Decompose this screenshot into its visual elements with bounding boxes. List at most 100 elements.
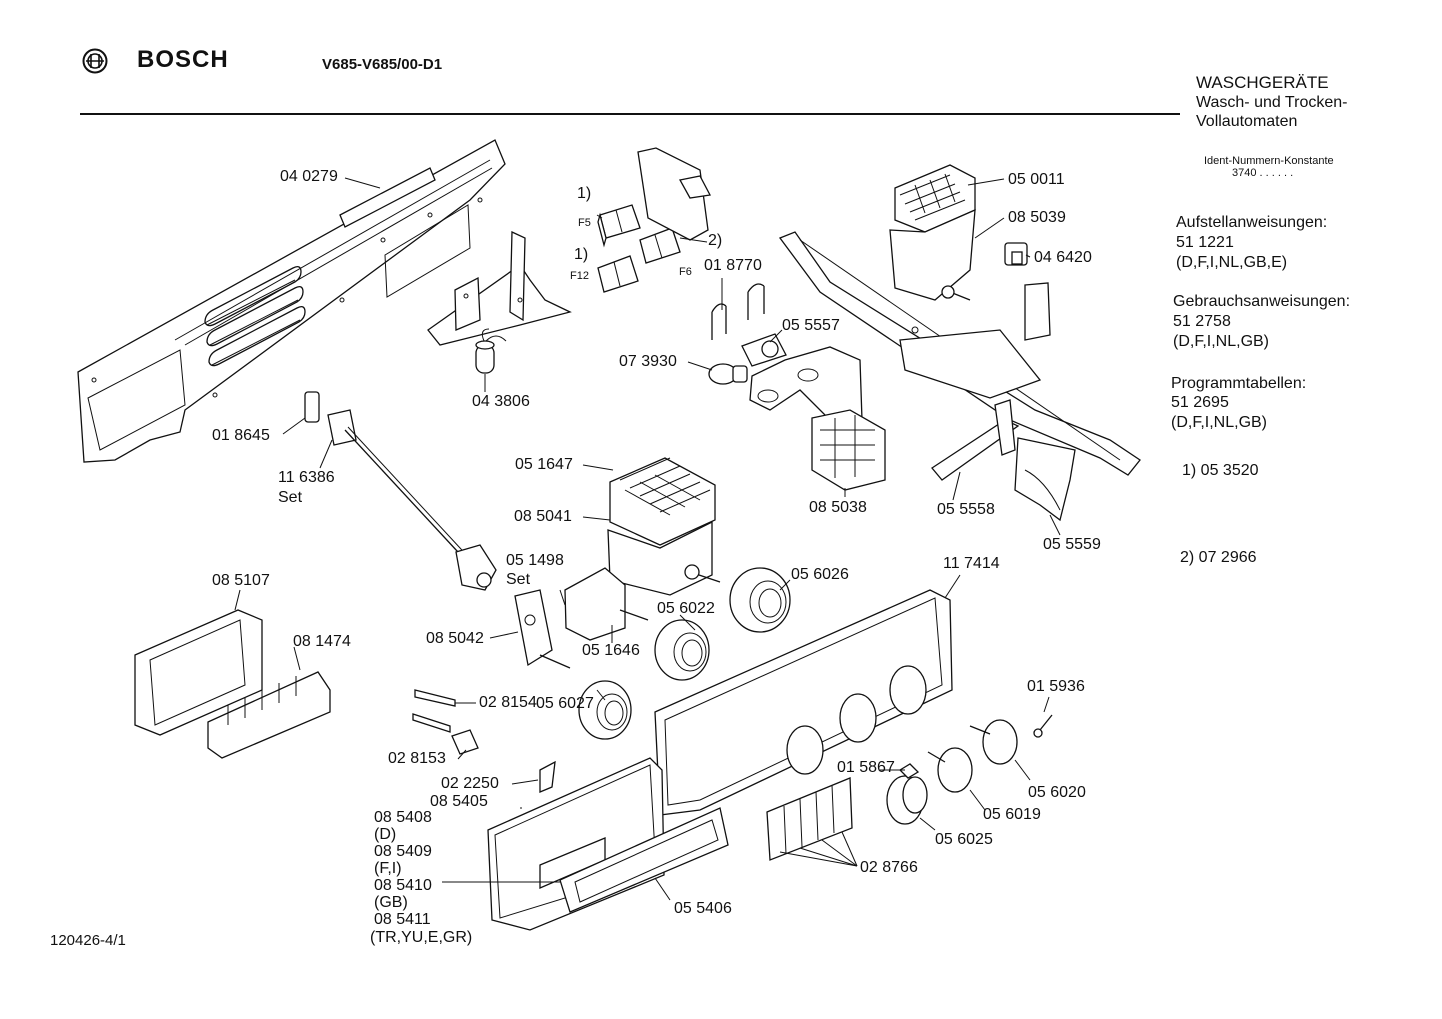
knob-56020 <box>969 719 1018 765</box>
connector-28153-a <box>412 713 451 733</box>
gebrauch-number: 51 2758 <box>1173 313 1231 330</box>
part-label-set-1: Set <box>278 489 303 506</box>
part-label-056025: 05 6025 <box>935 831 993 848</box>
clip-pair <box>711 283 765 340</box>
mounting-bracket <box>427 230 572 346</box>
relay-label-f12: F12 <box>570 270 589 282</box>
part-label-085107: 08 5107 <box>212 572 270 589</box>
part-label-028154: 02 8154 <box>479 694 537 711</box>
terminal-strip-part <box>207 671 331 759</box>
part-label-055558: 05 5558 <box>937 501 995 518</box>
category-subtitle-1: Wasch- und Trocken- <box>1196 94 1348 111</box>
brand-name: BOSCH <box>137 46 229 73</box>
bosch-armature-icon <box>82 48 108 74</box>
bezel-ring-56022 <box>654 619 710 681</box>
aufstell-number: 51 1221 <box>1176 234 1234 251</box>
part-label-051646: 05 1646 <box>582 642 640 659</box>
programm-label: Programmtabellen: <box>1171 375 1307 392</box>
support-rail <box>778 231 1141 476</box>
part-label-set-2: Set <box>506 571 531 588</box>
timer-top-part <box>889 164 976 301</box>
part-label-085405: 08 5405 <box>430 793 488 810</box>
small-cap-part <box>898 763 920 779</box>
connector-28153-b <box>451 729 479 755</box>
display-window-part <box>559 807 729 913</box>
part-label-055406: 05 5406 <box>674 900 732 917</box>
bezel-ring-56027 <box>578 680 632 740</box>
footnote-2: 2) 07 2966 <box>1180 549 1257 566</box>
aufstell-langs: (D,F,I,NL,GB,E) <box>1176 254 1288 271</box>
part-label-040279: 04 0279 <box>280 168 338 185</box>
ident-value: 3740 . . . . . . <box>1232 167 1294 179</box>
part-label-015867: 01 5867 <box>837 759 895 776</box>
screw-part <box>1033 714 1053 738</box>
part-label-117414: 11 7414 <box>943 555 1000 572</box>
gebrauch-label: Gebrauchsanweisungen: <box>1173 293 1351 310</box>
drawing-number: 120426-4/1 <box>50 932 126 949</box>
rear-panel-part <box>77 139 506 463</box>
footnote-1: 1) 05 3520 <box>1182 462 1259 479</box>
leader-lines <box>234 177 1061 901</box>
part-label-046420: 04 6420 <box>1034 249 1092 266</box>
bezel-ring-56026 <box>729 567 791 633</box>
part-label-015936: 01 5936 <box>1027 678 1085 695</box>
ref-label-2: 2) <box>708 232 723 249</box>
programm-number: 51 2695 <box>1171 394 1229 411</box>
bracket-part-55558 <box>931 399 1020 481</box>
switch-part <box>1004 242 1028 266</box>
part-label-085411: 08 5411 <box>374 911 431 928</box>
button-strip-part <box>766 777 853 861</box>
knob-56019 <box>927 747 973 793</box>
part-label-028766: 02 8766 <box>860 859 918 876</box>
variant-gb: (GB) <box>374 894 408 911</box>
part-label-073930: 07 3930 <box>619 353 677 370</box>
part-label-022250: 02 2250 <box>441 775 499 792</box>
clip-22250 <box>539 760 556 793</box>
part-label-085041: 08 5041 <box>514 508 572 525</box>
part-label-116386: 11 6386 <box>278 469 335 486</box>
part-label-085409: 08 5409 <box>374 843 432 860</box>
relay-bracket <box>637 147 712 241</box>
part-label-056027: 05 6027 <box>536 695 594 712</box>
bosch-logo <box>82 48 108 74</box>
part-label-056022: 05 6022 <box>657 600 715 617</box>
part-label-018645: 01 8645 <box>212 427 270 444</box>
part-label-055559: 05 5559 <box>1043 536 1101 553</box>
capacitor-part <box>475 328 507 374</box>
program-switch-part <box>514 589 571 669</box>
relay-label-f6: F6 <box>679 266 692 278</box>
part-label-050011: 05 0011 <box>1008 171 1065 188</box>
relay-f5 <box>597 204 641 248</box>
aufstell-label: Aufstellanweisungen: <box>1176 214 1328 231</box>
door-lock-part <box>741 333 787 367</box>
programme-timer-part <box>607 457 721 596</box>
terminal-block-part <box>811 409 886 491</box>
variant-tr: (TR,YU,E,GR) <box>370 929 473 946</box>
part-label-043806: 04 3806 <box>472 393 530 410</box>
part-label-085042: 08 5042 <box>426 630 484 647</box>
category-title: WASCHGERÄTE <box>1196 73 1329 92</box>
knob-56025 <box>886 775 928 825</box>
part-label-056020: 05 6020 <box>1028 784 1086 801</box>
header-rule <box>80 113 1180 115</box>
ident-label: Ident-Nummern-Konstante <box>1204 155 1334 167</box>
ref-label-1b: 1) <box>574 246 589 263</box>
part-label-085410: 08 5410 <box>374 877 432 894</box>
connector-28154 <box>414 689 456 707</box>
selector-switch-part <box>564 567 649 641</box>
part-label-081474: 08 1474 <box>293 633 351 650</box>
model-number: V685-V685/00-D1 <box>322 56 443 73</box>
part-label-056019: 05 6019 <box>983 806 1041 823</box>
part-label-085039: 08 5039 <box>1008 209 1066 226</box>
control-panel-part <box>654 589 953 816</box>
part-label-051498: 05 1498 <box>506 552 564 569</box>
variant-fi: (F,I) <box>374 860 402 877</box>
variant-d: (D) <box>374 826 397 843</box>
part-label-051647: 05 1647 <box>515 456 573 473</box>
part-label-085408: 08 5408 <box>374 809 432 826</box>
part-label-055557: 05 5557 <box>782 317 840 334</box>
hose-part-55559 <box>1014 437 1076 522</box>
relay-f12 <box>597 255 639 293</box>
part-label-085038: 08 5038 <box>809 499 867 516</box>
